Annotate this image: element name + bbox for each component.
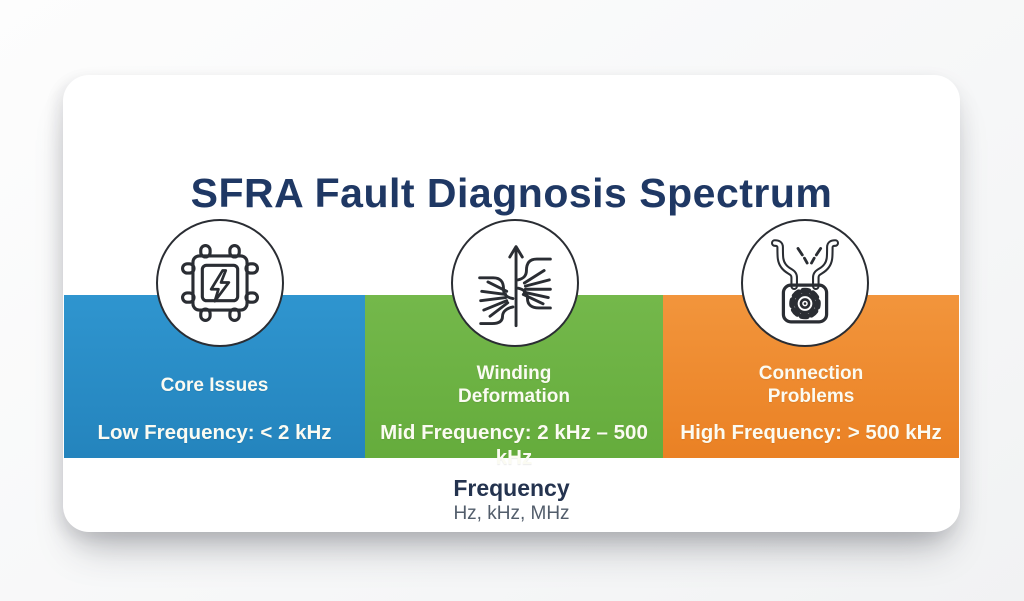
axis-label: Frequency (453, 475, 570, 501)
band-label: Winding Deformation (458, 363, 570, 407)
band-frequency-range: Low Frequency: < 2 kHz (97, 421, 332, 444)
transformer-core-icon (156, 219, 284, 347)
winding-deformation-icon (451, 219, 579, 347)
band-label: Core Issues (160, 374, 269, 396)
axis-units: Hz, kHz, MHz (453, 503, 570, 524)
band-winding-deformation: Winding Deformation Mid Frequency: 2 kHz… (365, 295, 663, 469)
infographic-card: SFRA Fault Diagnosis Spectrum Core Issue… (63, 75, 960, 532)
page-title: SFRA Fault Diagnosis Spectrum (190, 170, 833, 216)
band-connection-problems: Connection Problems High Frequency: > 50… (663, 295, 959, 458)
loose-connection-icon (741, 219, 869, 347)
frequency-spectrum-bar: Core Issues Low Frequency: < 2 kHz Windi… (64, 295, 959, 469)
band-frequency-range: High Frequency: > 500 kHz (680, 421, 942, 444)
band-label: Connection Problems (758, 363, 864, 407)
band-frequency-range: Mid Frequency: 2 kHz – 500 kHz (380, 421, 648, 469)
